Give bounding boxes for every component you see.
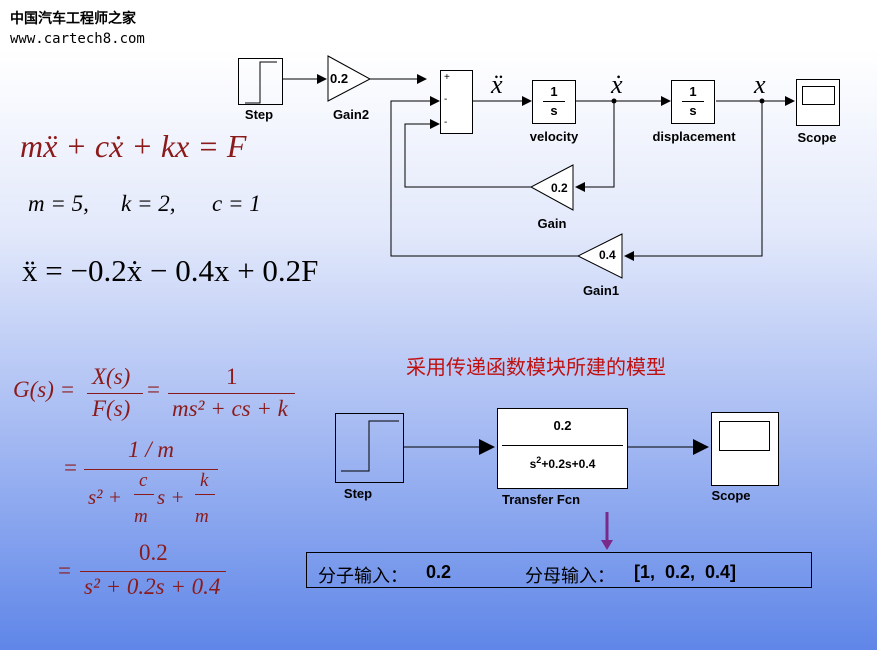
- transfer-fcn-block[interactable]: [497, 408, 628, 489]
- tf-c-line: [134, 494, 154, 495]
- input-box: [306, 552, 812, 588]
- denominator-input-value: [1, 0.2, 0.4]: [634, 562, 737, 582]
- sum-block[interactable]: [440, 70, 473, 134]
- sum-sign-minus-2: -: [444, 117, 448, 128]
- displacement-integrator-block[interactable]: [671, 80, 715, 124]
- sum-sign-plus: +: [444, 72, 450, 83]
- tf-block-num: 0.2: [553, 418, 572, 433]
- tf-den2a: s² +: [88, 485, 122, 509]
- watermark-url: www.cartech8.com: [10, 31, 145, 47]
- gain1-label: Gain1: [582, 283, 620, 298]
- velocity-integrator-block[interactable]: [532, 80, 576, 124]
- tf-block-line: [502, 445, 623, 446]
- scope-screen-icon: [802, 86, 835, 105]
- tf-block-den: s2+0.2s+0.4: [497, 455, 628, 471]
- tf-eq2: =: [64, 455, 77, 480]
- gain2-value[interactable]: 0.2: [330, 71, 349, 86]
- gain2-block: [327, 55, 372, 102]
- gain1-value[interactable]: 0.4: [599, 248, 616, 262]
- tf-k: k: [200, 470, 209, 491]
- gain1-block: [576, 233, 623, 279]
- signal-pos: x: [754, 70, 766, 99]
- tf-c: c: [139, 470, 148, 491]
- tf-lhs: G(s) =: [13, 377, 76, 402]
- signal-vel: ẋ: [611, 70, 623, 99]
- tf-one: 1: [226, 364, 238, 389]
- tf-block-den-rest: +0.2s+0.4: [541, 457, 596, 471]
- watermark-name: 中国汽车工程师之家: [10, 11, 136, 27]
- displacement-frac-line: [682, 101, 704, 102]
- tf-F: F(s): [92, 396, 131, 421]
- tf-den3: s² + 0.2s + 0.4: [84, 574, 221, 599]
- signal-accel: ẍ: [491, 70, 503, 99]
- displacement-label: displacement: [652, 129, 736, 144]
- tf-X: X(s): [92, 364, 131, 389]
- scope-label: Scope: [797, 130, 837, 145]
- param-k: k = 2,: [121, 191, 176, 216]
- tf-frac2-line: [168, 393, 295, 394]
- tf-eq3: =: [58, 558, 71, 583]
- param-m: m = 5,: [28, 191, 89, 216]
- tf-frac1-line: [87, 393, 143, 394]
- tf-eq1: =: [147, 377, 160, 402]
- tf-num3: 0.2: [139, 540, 168, 565]
- equation-solved: ẍ = −0.2ẋ − 0.4x + 0.2F: [22, 253, 319, 288]
- equation-motion: mẍ + cẋ + kx = F: [20, 128, 247, 164]
- displacement-num: 1: [689, 84, 697, 99]
- velocity-frac-line: [543, 101, 565, 102]
- lower-step-block[interactable]: [335, 413, 404, 483]
- gain2-label: Gain2: [332, 107, 370, 122]
- numerator-input-label: 分子输入：: [318, 566, 408, 586]
- tf-frac4-line: [80, 571, 226, 572]
- denominator-input-label: 分母输入：: [525, 566, 615, 586]
- lower-model-title: 采用传递函数模块所建的模型: [406, 357, 666, 379]
- tf-m1: m: [134, 506, 148, 527]
- step-block[interactable]: [238, 58, 283, 105]
- tf-m2: m: [195, 506, 209, 527]
- gain-value[interactable]: 0.2: [551, 181, 568, 195]
- numerator-input-value: 0.2: [426, 562, 452, 582]
- tf-frac3-line: [84, 469, 218, 470]
- tf-s: s +: [157, 485, 185, 509]
- tf-block-den-s: s: [529, 457, 537, 471]
- param-c: c = 1: [212, 191, 261, 216]
- velocity-label: velocity: [529, 129, 579, 144]
- step-label: Step: [244, 107, 274, 122]
- lower-step-label: Step: [343, 486, 373, 501]
- sum-sign-minus-1: -: [444, 94, 448, 105]
- velocity-den: s: [550, 103, 558, 118]
- lower-scope-label: Scope: [711, 488, 751, 503]
- gain-label: Gain: [537, 216, 567, 231]
- tf-block-den-sup: 2: [536, 455, 542, 465]
- tf-den1: ms² + cs + k: [172, 396, 288, 421]
- lower-scope-screen-icon: [719, 421, 770, 451]
- displacement-den: s: [689, 103, 697, 118]
- tf-num2: 1 / m: [128, 437, 174, 462]
- tf-k-line: [195, 494, 215, 495]
- transfer-fcn-label: Transfer Fcn: [501, 492, 581, 507]
- velocity-num: 1: [550, 84, 558, 99]
- gain-block: [529, 164, 574, 211]
